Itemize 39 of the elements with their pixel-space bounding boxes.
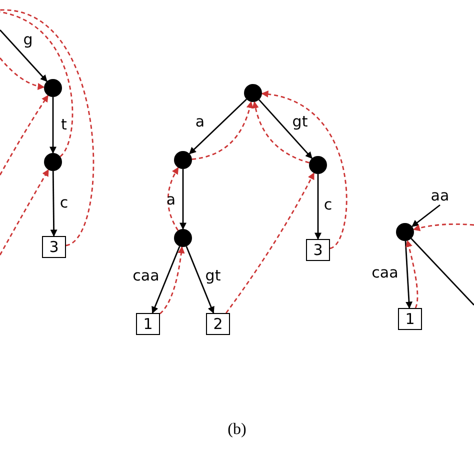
dashed-arrow bbox=[192, 101, 254, 160]
dashed-arrow bbox=[0, 94, 49, 176]
leaf-box: 3 bbox=[42, 236, 66, 258]
arrow bbox=[180, 169, 186, 230]
dashed-arrow bbox=[252, 101, 310, 164]
edge-label: a bbox=[195, 114, 205, 130]
arrow bbox=[0, 30, 48, 82]
edge-label: gt bbox=[205, 268, 221, 284]
arrow bbox=[189, 98, 247, 154]
arrow bbox=[404, 240, 412, 309]
arrow bbox=[258, 99, 312, 159]
edge-label: g bbox=[23, 32, 33, 48]
arrow bbox=[412, 204, 440, 228]
leaf-box: 1 bbox=[136, 313, 160, 335]
edge-label: caa bbox=[132, 268, 160, 284]
figure-caption: (b) bbox=[228, 420, 246, 440]
arrow bbox=[50, 97, 56, 154]
edge-label: a bbox=[166, 192, 176, 208]
leaf-box: 3 bbox=[306, 239, 330, 261]
dashed-arrow bbox=[406, 240, 418, 308]
dashed-arrow bbox=[167, 167, 179, 231]
dashed-arrow bbox=[226, 172, 315, 314]
arrow bbox=[50, 171, 58, 237]
edge-label: c bbox=[60, 196, 68, 210]
dashed-arrow bbox=[0, 58, 45, 90]
edge-label: c bbox=[324, 198, 332, 212]
dashed-arrow bbox=[0, 169, 50, 256]
edge-label: aa bbox=[430, 188, 450, 204]
arrow bbox=[314, 174, 322, 240]
leaf-box: 1 bbox=[398, 308, 422, 330]
dashed-arrow bbox=[412, 223, 474, 232]
edge-label: gt bbox=[292, 114, 308, 130]
arrow bbox=[186, 246, 214, 314]
dashed-arrow bbox=[160, 246, 185, 314]
dashed-arrow bbox=[261, 91, 348, 249]
edge-label: t bbox=[61, 118, 67, 132]
leaf-box: 2 bbox=[206, 313, 230, 335]
arrow bbox=[152, 246, 180, 314]
edge-label: caa bbox=[372, 266, 398, 280]
